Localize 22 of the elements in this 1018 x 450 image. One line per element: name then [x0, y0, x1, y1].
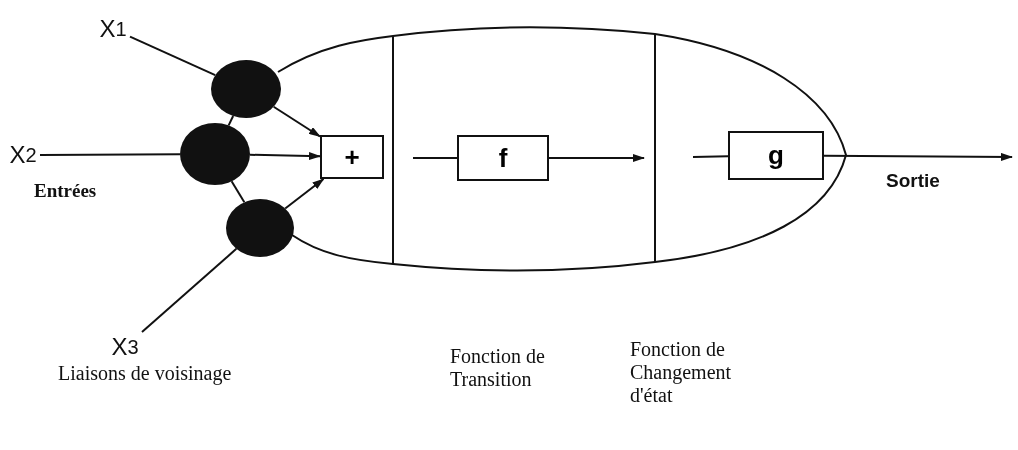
- connector-line: [39, 153, 181, 156]
- inputs-label: Entrées: [34, 180, 97, 202]
- function-box: +: [320, 135, 384, 179]
- connector-line: [412, 157, 458, 159]
- connector-line: [230, 180, 246, 204]
- caption-text: Liaisons de voisinage: [58, 362, 232, 385]
- caption-text: Fonction de Changement d'état: [630, 338, 733, 407]
- connector-line: [692, 155, 729, 158]
- output-label: Sortie: [886, 170, 940, 192]
- connector-line: [129, 35, 217, 77]
- synapse-circle: [211, 60, 281, 118]
- arrow: [272, 105, 321, 138]
- function-box: g: [728, 131, 824, 180]
- arrow: [284, 178, 325, 210]
- connector-line: [227, 114, 235, 127]
- arrow: [249, 152, 321, 161]
- connector-line: [141, 247, 238, 333]
- arrow: [823, 152, 1013, 161]
- arrow: [548, 154, 645, 162]
- function-box: f: [457, 135, 549, 181]
- synapse-circle: [226, 199, 294, 257]
- caption-text: Fonction de Transition: [450, 345, 546, 391]
